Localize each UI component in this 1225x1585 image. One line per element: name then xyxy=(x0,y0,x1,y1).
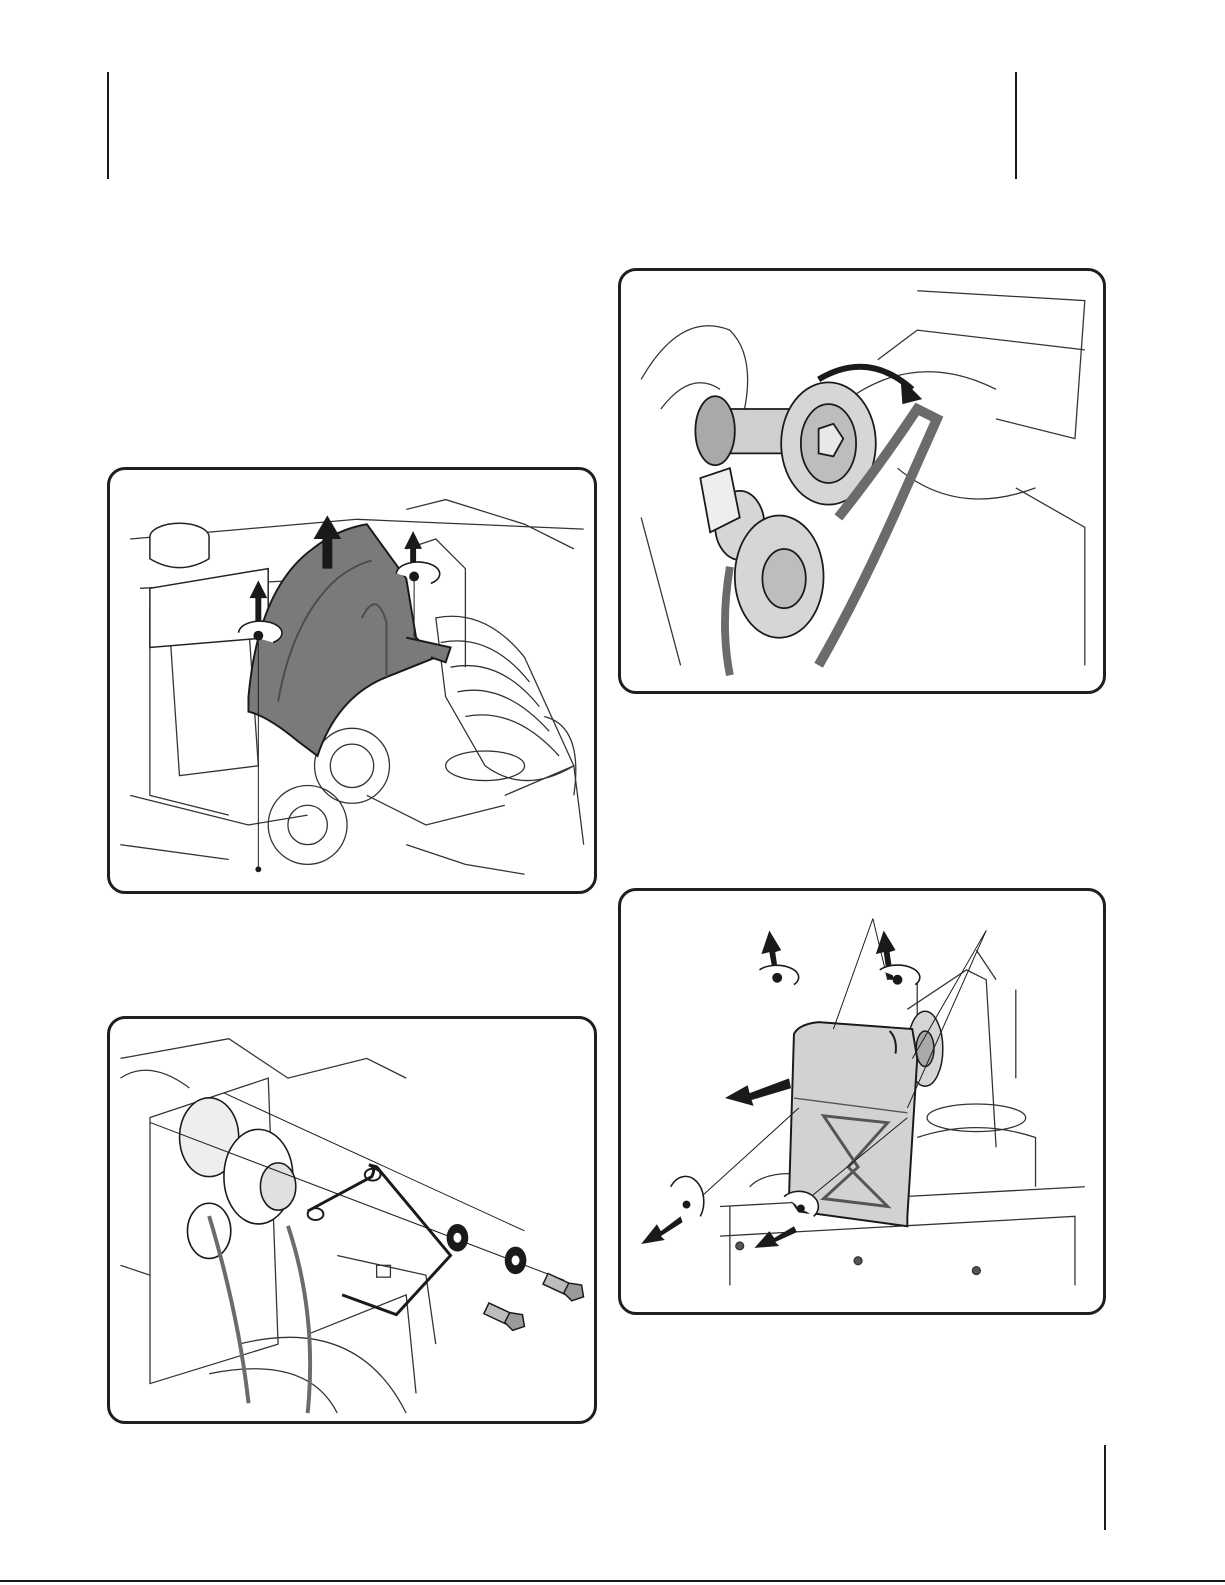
belt-keeper-illustration xyxy=(110,1019,594,1421)
belt-pulley-illustration xyxy=(621,271,1103,691)
figure-belt-cover-removal xyxy=(107,467,597,894)
figure-belt-pulley-removal xyxy=(618,268,1106,694)
frame-cover-illustration xyxy=(621,891,1103,1312)
belt-cover-illustration xyxy=(110,470,594,891)
crop-mark-top-right xyxy=(1015,72,1017,179)
crop-mark-top-left xyxy=(107,72,109,179)
page-bottom-rule xyxy=(0,1580,1225,1582)
crop-mark-bottom-right xyxy=(1104,1445,1106,1530)
figure-belt-keeper-bracket xyxy=(107,1016,597,1424)
figure-frame-cover-removal xyxy=(618,888,1106,1315)
